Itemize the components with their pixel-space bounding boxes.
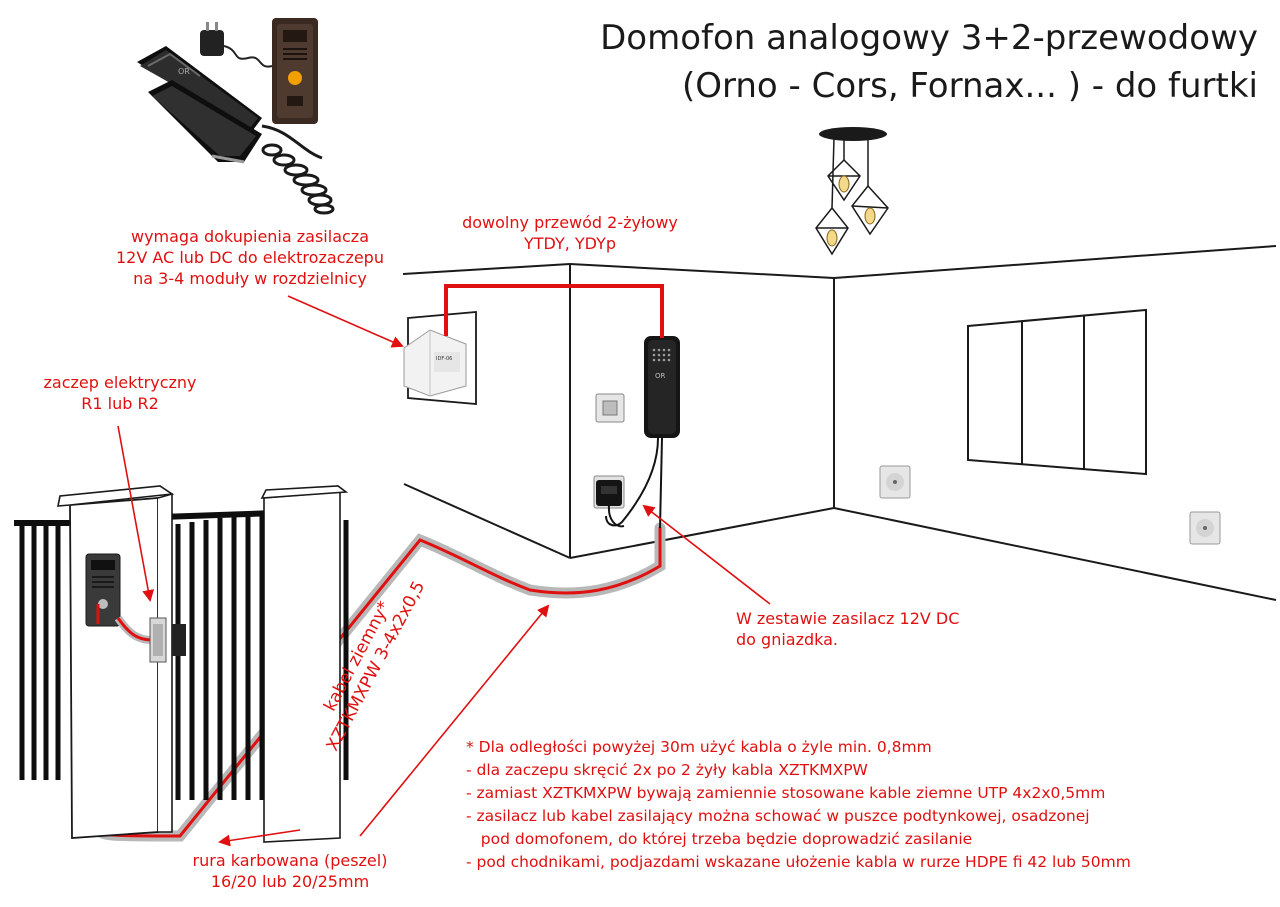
notes-list: * Dla odległości powyżej 30m użyć kabla … <box>466 736 1131 874</box>
wall-adapter-icon <box>596 480 625 528</box>
door-panel-photo <box>272 18 318 124</box>
door-panel-icon <box>85 553 121 627</box>
electric-strike-icon <box>149 617 186 663</box>
intercom-kit-photo: OR <box>137 18 335 215</box>
handset-power-wire <box>605 437 659 527</box>
handset-photo-2 <box>148 80 262 164</box>
arrow-psu-kit <box>642 504 771 605</box>
arrow-power-supply <box>287 295 404 348</box>
room-walls <box>402 245 1277 601</box>
note-item: pod domofonem, do której trzeba będzie d… <box>466 830 973 848</box>
arrow-strike <box>117 425 155 602</box>
note-item: * Dla odległości powyżej 30m użyć kabla … <box>466 738 932 756</box>
svg-text:OR: OR <box>178 67 190 76</box>
label-power-supply: wymaga dokupienia zasilacza 12V AC lub D… <box>116 227 384 288</box>
distribution-board: IDF-06 <box>403 311 477 405</box>
handset-photo-1: OR <box>137 46 262 134</box>
wire-2-core <box>444 284 664 338</box>
plug-adapter-icon <box>200 22 273 68</box>
note-item: - dla zaczepu skręcić 2x po 2 żyły kabla… <box>466 761 868 779</box>
din-power-supply-icon: IDF-06 <box>403 329 467 397</box>
diagram-title-line1: Domofon analogowy 3+2-przewodowy <box>600 18 1258 58</box>
strike-wire-core <box>116 617 153 642</box>
label-conduit: rura karbowana (peszel) 16/20 lub 20/25m… <box>192 851 388 891</box>
diagram-title-line2: (Orno - Cors, Fornax... ) - do furtki <box>681 66 1258 106</box>
annotation-arrows <box>117 295 771 847</box>
indoor-handset-icon: OR <box>644 336 680 438</box>
note-item: - pod chodnikami, podjazdami wskazane uł… <box>466 853 1131 871</box>
gate-fence <box>14 485 349 843</box>
light-switch-icon <box>595 393 625 423</box>
label-wire-2: dowolny przewód 2-żyłowy YTDY, YDYp <box>462 213 678 253</box>
handset-stub <box>659 437 663 529</box>
note-item: - zasilacz lub kabel zasilający można sc… <box>466 807 1090 825</box>
label-psu-kit: W zestawie zasilacz 12V DC do gniazdka. <box>736 609 960 649</box>
note-item: - zamiast XZTKMXPW bywają zamiennie stos… <box>466 784 1106 802</box>
svg-text:IDF-06: IDF-06 <box>436 356 452 362</box>
arrow-conduit-left <box>218 829 301 847</box>
arrow-conduit-right <box>359 604 550 837</box>
wall-socket-right-1 <box>879 465 911 499</box>
wall-socket-right-2 <box>1189 511 1221 545</box>
svg-text:OR: OR <box>655 372 666 380</box>
coiled-cord <box>261 124 335 215</box>
label-strike: zaczep elektryczny R1 lub R2 <box>43 373 197 413</box>
window-frame <box>967 308 1147 476</box>
ceiling-lamp-icon <box>815 127 889 256</box>
